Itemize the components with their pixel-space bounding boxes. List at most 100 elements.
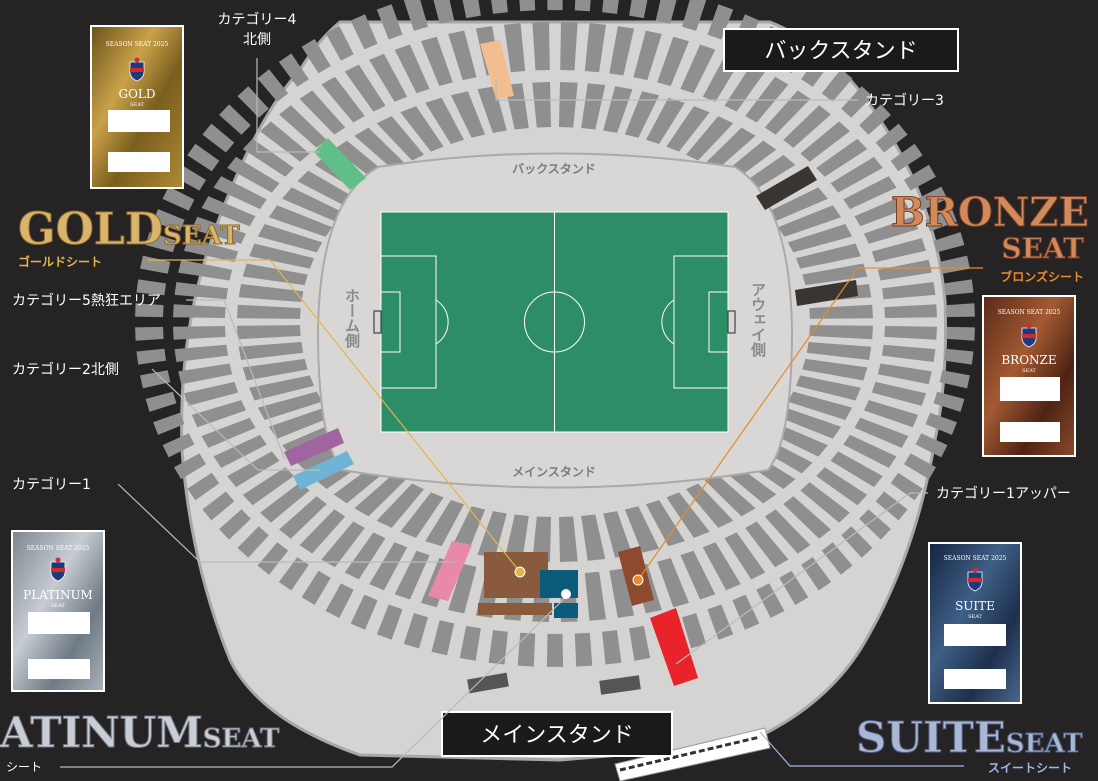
seat-section[interactable]: [219, 104, 251, 135]
seat-section[interactable]: [202, 123, 235, 153]
seat-section[interactable]: [680, 44, 716, 94]
seat-section[interactable]: [939, 370, 970, 389]
seat-section[interactable]: [657, 36, 689, 86]
seat-section[interactable]: [350, 14, 378, 50]
seat-section[interactable]: [477, 511, 507, 558]
seat-section[interactable]: [145, 391, 177, 412]
seat-section[interactable]: [237, 86, 269, 118]
seat-section[interactable]: [403, 0, 428, 31]
seat-section[interactable]: [574, 632, 593, 667]
seat-section[interactable]: [629, 625, 651, 661]
seat-section[interactable]: [184, 238, 239, 263]
seat-section[interactable]: [227, 451, 280, 488]
seat-section[interactable]: [249, 243, 314, 269]
seat-section[interactable]: [559, 82, 578, 128]
category-2-section[interactable]: [293, 451, 354, 490]
seat-section[interactable]: [871, 238, 926, 263]
seat-section[interactable]: [915, 433, 948, 458]
seat-section[interactable]: [140, 370, 171, 389]
seat-section[interactable]: [875, 123, 908, 153]
seat-section[interactable]: [841, 86, 873, 118]
seat-section[interactable]: [136, 348, 167, 365]
category-3-section[interactable]: [480, 40, 514, 99]
seat-section[interactable]: [425, 500, 464, 547]
seat-section[interactable]: [821, 542, 853, 575]
seat-section[interactable]: [764, 90, 811, 135]
seat-section[interactable]: [682, 0, 707, 31]
seat-section[interactable]: [783, 496, 831, 539]
seat-section[interactable]: [946, 326, 975, 341]
seat-section[interactable]: [301, 570, 331, 605]
seat-section[interactable]: [764, 509, 811, 554]
seat-section[interactable]: [609, 26, 635, 76]
seat-section[interactable]: [260, 482, 310, 523]
seat-section[interactable]: [830, 451, 883, 488]
seat-section[interactable]: [278, 53, 309, 87]
seat-section[interactable]: [629, 0, 650, 19]
seat-section[interactable]: [904, 453, 936, 480]
seat-section[interactable]: [448, 563, 477, 614]
seat-section[interactable]: [802, 358, 868, 381]
seat-section[interactable]: [877, 259, 932, 281]
seat-section[interactable]: [787, 391, 853, 420]
seat-section[interactable]: [809, 325, 873, 340]
seat-section[interactable]: [806, 342, 872, 360]
seat-section[interactable]: [864, 216, 919, 244]
seat-section[interactable]: [459, 625, 481, 661]
seat-section[interactable]: [213, 176, 267, 210]
seat-section[interactable]: [584, 23, 606, 73]
seat-section[interactable]: [432, 0, 455, 24]
seat-section[interactable]: [174, 282, 228, 300]
seat-section[interactable]: [321, 521, 365, 568]
seat-section[interactable]: [237, 325, 301, 340]
seat-section[interactable]: [279, 105, 327, 148]
seat-section[interactable]: [282, 187, 344, 222]
seat-section[interactable]: [603, 511, 633, 558]
seat-section[interactable]: [136, 279, 167, 296]
seat-section[interactable]: [787, 224, 853, 253]
seat-section[interactable]: [624, 506, 660, 553]
seat-section[interactable]: [135, 303, 164, 318]
seat-section[interactable]: [724, 532, 766, 580]
seat-section[interactable]: [584, 571, 606, 621]
seat-section[interactable]: [279, 496, 327, 539]
category-1-upper-section-b[interactable]: [795, 280, 858, 306]
seat-section[interactable]: [646, 500, 685, 547]
seat-section[interactable]: [821, 69, 853, 102]
seat-section[interactable]: [796, 375, 861, 401]
seat-section[interactable]: [859, 104, 891, 135]
seat-section[interactable]: [201, 417, 256, 448]
seat-section[interactable]: [559, 516, 578, 563]
seat-section[interactable]: [925, 412, 957, 435]
seat-section[interactable]: [301, 39, 331, 74]
seat-section[interactable]: [800, 121, 850, 162]
seat-section[interactable]: [884, 304, 937, 318]
seat-section[interactable]: [732, 594, 760, 630]
seat-section[interactable]: [238, 342, 304, 360]
seat-section[interactable]: [777, 205, 842, 237]
seat-section[interactable]: [344, 532, 386, 580]
seat-section[interactable]: [655, 0, 679, 24]
seat-section[interactable]: [425, 97, 464, 144]
seat-section[interactable]: [581, 514, 606, 561]
seat-section[interactable]: [400, 492, 444, 538]
seat-section[interactable]: [859, 509, 891, 540]
seat-section[interactable]: [344, 64, 386, 112]
category-4-section[interactable]: [314, 138, 366, 190]
seat-section[interactable]: [450, 91, 486, 138]
seat-section[interactable]: [802, 263, 868, 286]
seat-section[interactable]: [546, 633, 564, 667]
seat-section[interactable]: [841, 526, 873, 558]
seat-section[interactable]: [299, 509, 346, 554]
seat-section[interactable]: [816, 138, 868, 177]
seat-section[interactable]: [376, 116, 424, 161]
seat-section[interactable]: [624, 91, 660, 138]
seat-section[interactable]: [242, 138, 294, 177]
seat-section[interactable]: [704, 127, 756, 171]
seat-section[interactable]: [933, 391, 965, 412]
seat-section[interactable]: [268, 205, 333, 237]
seat-section[interactable]: [830, 156, 883, 193]
seat-section[interactable]: [933, 232, 965, 253]
seat-section[interactable]: [219, 509, 251, 540]
seat-section[interactable]: [504, 23, 526, 73]
